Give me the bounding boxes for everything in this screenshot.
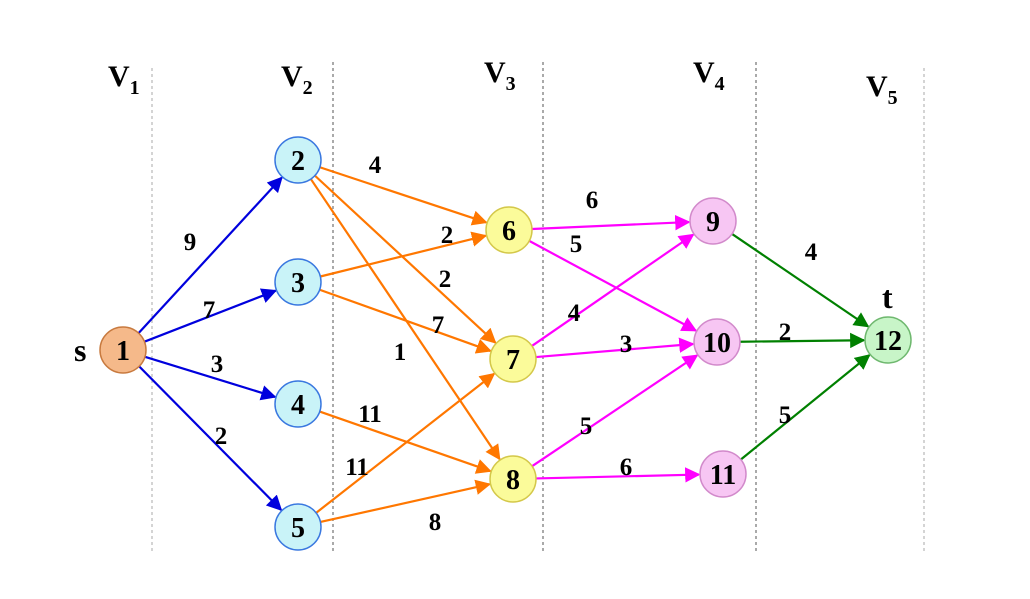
node-4: 4 <box>274 380 322 428</box>
edge-3-6 <box>320 231 488 278</box>
node-circle <box>274 258 322 306</box>
node-2: 2 <box>274 136 322 184</box>
edge-2-6 <box>319 166 488 226</box>
node-circle <box>274 380 322 428</box>
node-circle <box>489 335 537 383</box>
edge-1-3 <box>144 288 278 343</box>
node-9: 9 <box>689 197 737 245</box>
stage-header-v1: V1 <box>108 60 140 99</box>
edge-1-5 <box>138 365 283 512</box>
stage-dividers <box>151 62 925 553</box>
edge-5-7 <box>315 372 496 514</box>
node-11: 11 <box>699 450 747 498</box>
node-12: 12 <box>864 316 912 364</box>
edge-weight-2-7: 2 <box>439 266 452 293</box>
stage-header-v3: V3 <box>484 56 516 95</box>
node-circle <box>485 206 533 254</box>
edge-weight-5-8: 8 <box>429 509 442 536</box>
stage-header-v2: V2 <box>281 60 313 99</box>
edge-1-2 <box>137 176 283 334</box>
edge-4-8 <box>319 410 492 474</box>
edge-5-8 <box>320 479 492 524</box>
edge-weight-6-10: 5 <box>570 231 583 258</box>
stage-header-v5: V5 <box>866 70 898 109</box>
edge-weight-8-11: 6 <box>620 454 633 481</box>
edge-weight-7-9: 4 <box>568 300 581 327</box>
edge-2-8 <box>309 178 501 461</box>
node-6: 6 <box>485 206 533 254</box>
edge-weight-4-8: 11 <box>358 401 382 428</box>
edge-6-10 <box>528 239 698 332</box>
node-label: 10 <box>703 328 731 359</box>
edge-weight-11-12: 5 <box>779 402 792 429</box>
node-label: 11 <box>710 460 736 491</box>
edge-weight-7-10: 3 <box>620 331 633 358</box>
node-label: 7 <box>506 345 520 376</box>
edge-weight-2-8: 1 <box>394 339 407 366</box>
edge-3-7 <box>319 288 492 354</box>
edge-7-9 <box>531 233 695 347</box>
stage-header-v4: V4 <box>693 56 725 95</box>
edge-weight-1-2: 9 <box>184 229 197 256</box>
node-circle <box>274 136 322 184</box>
node-label: 4 <box>291 390 305 421</box>
edge-weight-5-7: 11 <box>345 454 369 481</box>
edge-weight-3-6: 2 <box>441 222 454 249</box>
edge-1-4 <box>144 355 277 401</box>
node-circle <box>99 326 147 374</box>
node-label: 8 <box>506 465 520 496</box>
node-label: 1 <box>116 336 130 367</box>
node-circle <box>274 503 322 551</box>
node-label: 6 <box>502 216 516 247</box>
node-10: 10 <box>693 318 741 366</box>
edge-weight-1-3: 7 <box>203 297 216 324</box>
node-label: 2 <box>291 146 305 177</box>
node-circle <box>699 450 747 498</box>
edge-weight-8-10: 5 <box>580 413 593 440</box>
node-5: 5 <box>274 503 322 551</box>
edge-weight-6-9: 6 <box>586 187 599 214</box>
node-circle <box>693 318 741 366</box>
node-label: 9 <box>706 207 720 238</box>
source-label: s <box>74 332 86 368</box>
edge-7-10 <box>535 337 695 359</box>
edges <box>137 166 871 524</box>
node-circle <box>689 197 737 245</box>
edge-weight-1-4: 3 <box>211 351 224 378</box>
edge-8-11 <box>535 467 701 483</box>
edge-10-12 <box>739 332 866 349</box>
edge-11-12 <box>740 354 871 461</box>
node-7: 7 <box>489 335 537 383</box>
edge-8-10 <box>531 354 699 468</box>
stage-headers: V1 V2 V3 V4 V5 <box>108 56 898 109</box>
edge-weight-1-5: 2 <box>215 423 228 450</box>
edge-2-7 <box>314 174 497 344</box>
node-circle <box>489 455 537 503</box>
node-label: 3 <box>291 268 305 299</box>
node-circle <box>864 316 912 364</box>
edge-6-9 <box>531 214 691 231</box>
sink-label: t <box>882 279 893 315</box>
edge-9-12 <box>731 233 870 328</box>
node-label: 5 <box>291 513 305 544</box>
node-label: 12 <box>874 326 902 357</box>
edge-weight-10-12: 2 <box>779 319 792 346</box>
node-3: 3 <box>274 258 322 306</box>
edge-weight-9-12: 4 <box>805 239 818 266</box>
node-8: 8 <box>489 455 537 503</box>
edge-weight-2-6: 4 <box>369 152 382 179</box>
edge-weight-3-7: 7 <box>432 312 445 339</box>
node-1: 1 <box>99 326 147 374</box>
